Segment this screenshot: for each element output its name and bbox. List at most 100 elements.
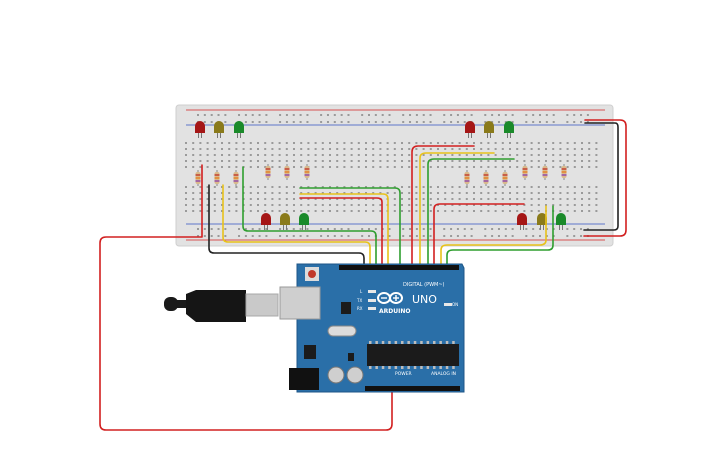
breadboard-hole — [509, 148, 511, 150]
breadboard-hole — [581, 166, 583, 168]
breadboard-hole — [357, 204, 360, 206]
breadboard-hole — [228, 210, 231, 212]
breadboard-hole — [501, 192, 504, 194]
resistor-band — [502, 180, 508, 182]
analog-label: ANALOG IN — [431, 371, 456, 377]
breadboard-hole — [278, 210, 281, 212]
breadboard-hole — [422, 198, 425, 200]
resistor-band — [214, 174, 220, 176]
usb-cable[interactable] — [164, 290, 279, 322]
rail-hole — [381, 114, 384, 116]
led — [214, 121, 224, 138]
led-body — [195, 121, 205, 133]
breadboard-hole — [595, 166, 598, 168]
rail-hole — [258, 235, 261, 237]
rail-hole — [539, 114, 541, 116]
breadboard-hole — [393, 204, 396, 206]
breadboard-hole — [473, 148, 475, 150]
breadboard-hole — [221, 160, 223, 162]
breadboard-hole — [501, 198, 504, 200]
power-analog-header[interactable] — [365, 386, 460, 391]
chip-pin — [375, 366, 378, 369]
led — [504, 121, 514, 138]
breadboard-hole — [372, 210, 375, 212]
breadboard-hole — [221, 198, 223, 200]
rail-hole — [210, 121, 213, 123]
breadboard-hole — [465, 198, 468, 200]
digital-header[interactable] — [339, 265, 459, 270]
rail-hole — [238, 114, 241, 116]
breadboard-hole — [228, 148, 231, 150]
chip-pin — [394, 366, 398, 369]
rail-hole — [511, 235, 514, 237]
breadboard-hole — [408, 142, 411, 144]
breadboard-hole — [350, 148, 353, 150]
breadboard-hole — [530, 154, 533, 156]
breadboard-hole — [235, 204, 238, 206]
breadboard-hole — [465, 166, 468, 168]
breadboard-hole — [494, 204, 497, 206]
rail-hole — [203, 228, 206, 230]
breadboard-hole — [509, 154, 511, 156]
arduino-board[interactable]: L TX RX ON ARDUINO UNO DIGITAL (PWM~) PO… — [279, 263, 465, 393]
rail-hole — [244, 235, 247, 237]
breadboard-hole — [451, 204, 454, 206]
resistor-band — [542, 174, 548, 176]
rail-hole — [340, 235, 343, 237]
breadboard-hole — [264, 148, 267, 150]
usb-strain-relief — [176, 300, 186, 308]
rail-hole — [491, 235, 494, 237]
breadboard-hole — [336, 198, 339, 200]
rail-hole — [347, 235, 350, 237]
breadboard-hole — [422, 148, 425, 150]
breadboard-hole — [300, 160, 303, 162]
breadboard-hole — [249, 160, 252, 162]
breadboard-hole — [401, 186, 403, 188]
rail-hole — [203, 121, 206, 123]
breadboard-hole — [372, 198, 375, 200]
breadboard-hole — [365, 192, 367, 194]
rail-hole — [333, 235, 336, 237]
breadboard-hole — [235, 166, 238, 168]
capacitor-2 — [346, 366, 364, 384]
breadboard-hole — [595, 160, 598, 162]
breadboard-hole — [573, 204, 576, 206]
breadboard-hole — [473, 192, 475, 194]
chip-pin — [381, 341, 385, 344]
rail-hole — [525, 114, 528, 116]
resistor — [502, 170, 508, 186]
chip-pin — [381, 366, 385, 369]
breadboard-hole — [278, 166, 281, 168]
rail-hole — [484, 114, 487, 116]
breadboard-hole — [494, 160, 497, 162]
breadboard-hole — [293, 210, 295, 212]
breadboard-hole — [343, 166, 346, 168]
breadboard-hole — [192, 186, 195, 188]
breadboard-hole — [329, 148, 331, 150]
breadboard-hole — [271, 186, 274, 188]
breadboard-hole — [581, 186, 583, 188]
breadboard-hole — [559, 210, 562, 212]
breadboard-hole — [581, 160, 583, 162]
breadboard-hole — [566, 148, 569, 150]
breadboard-hole — [393, 160, 396, 162]
resistor-band — [265, 171, 271, 173]
breadboard-hole — [206, 166, 209, 168]
breadboard-hole — [372, 148, 375, 150]
rail-hole — [279, 121, 282, 123]
breadboard-hole — [228, 204, 231, 206]
breadboard-hole — [192, 148, 195, 150]
led — [234, 121, 244, 138]
rail-hole — [251, 228, 254, 230]
chip-pin — [401, 341, 404, 344]
breadboard-hole — [566, 160, 569, 162]
rail-hole — [443, 114, 446, 116]
breadboard-hole — [501, 166, 504, 168]
breadboard-hole — [206, 142, 209, 144]
breadboard-hole — [314, 186, 317, 188]
breadboard-hole — [537, 154, 540, 156]
breadboard-hole — [480, 186, 483, 188]
rail-hole — [450, 121, 453, 123]
rail-hole — [299, 228, 302, 230]
breadboard-hole — [559, 142, 562, 144]
